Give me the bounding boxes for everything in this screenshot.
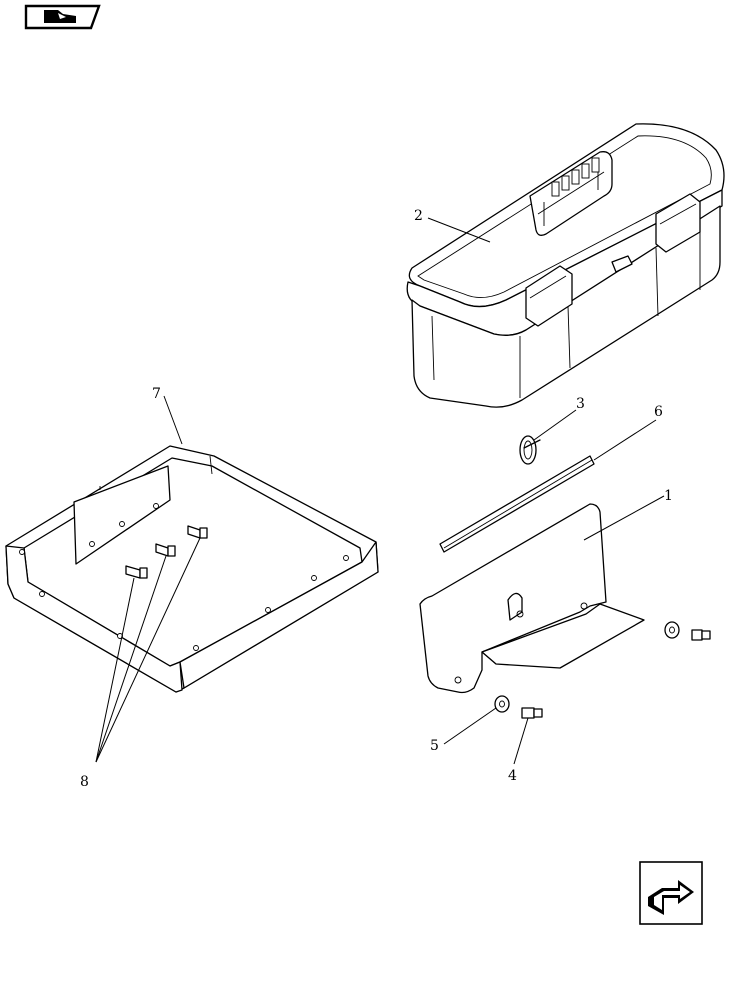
washer	[664, 621, 680, 639]
bolt	[187, 525, 208, 539]
callout-4: 4	[508, 768, 517, 784]
toolbox	[406, 123, 725, 408]
washer	[494, 695, 510, 713]
callout-1: 1	[664, 488, 673, 504]
bolt	[155, 543, 176, 557]
bolt	[691, 629, 711, 641]
next-page-arrow-icon[interactable]	[639, 861, 703, 925]
callout-2: 2	[414, 208, 423, 224]
bolt	[521, 707, 543, 719]
bolt	[125, 565, 148, 579]
leader-lines	[95, 217, 665, 765]
rubber-strip	[439, 455, 595, 553]
callout-3: 3	[576, 396, 585, 412]
tray-frame	[5, 445, 379, 693]
callout-5: 5	[430, 738, 439, 754]
mounting-bracket	[419, 503, 645, 694]
lynch-pin	[519, 435, 541, 465]
callout-7: 7	[152, 386, 161, 402]
book-hand-icon[interactable]	[24, 4, 101, 30]
callout-8: 8	[80, 774, 89, 790]
callout-6: 6	[654, 404, 663, 420]
